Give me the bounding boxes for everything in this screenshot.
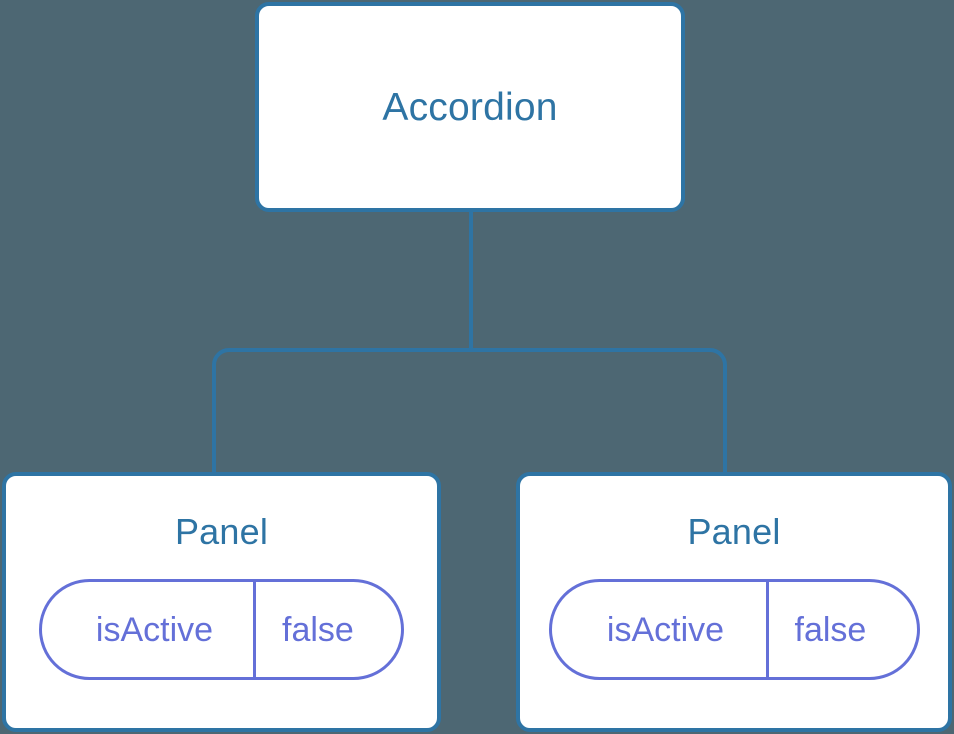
node-panel-right-title: Panel (687, 511, 781, 552)
node-panel-right[interactable]: Panel isActive false (516, 472, 952, 732)
state-pill-panel-left[interactable]: isActive false (39, 579, 404, 680)
state-pill-value: false (765, 582, 907, 677)
node-panel-left-title: Panel (174, 511, 269, 552)
node-accordion-title: Accordion (382, 85, 558, 129)
node-panel-left[interactable]: Panel isActive false (2, 472, 441, 732)
edge-accordion-to-panels (212, 211, 727, 476)
state-pill-panel-right[interactable]: isActive false (548, 579, 920, 680)
node-accordion[interactable]: Accordion (255, 2, 685, 212)
state-pill-key: isActive (95, 610, 214, 649)
state-pill-value: false (253, 582, 394, 677)
state-pill-key: isActive (606, 610, 725, 649)
